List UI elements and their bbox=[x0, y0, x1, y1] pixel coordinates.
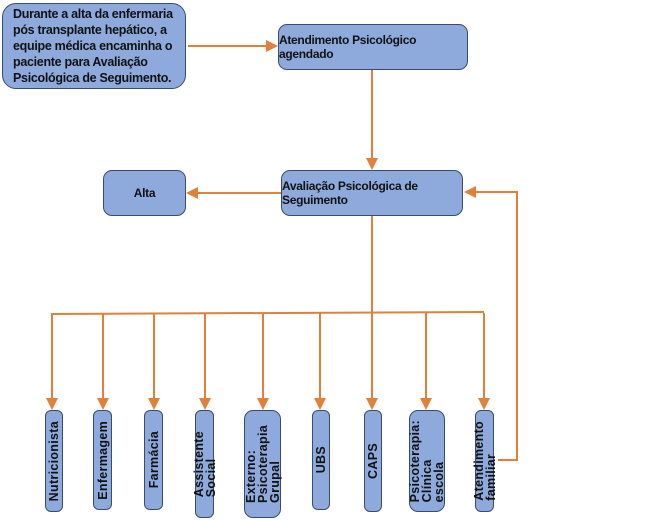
referral-atendimento-familiar: Atendimento familiar bbox=[471, 410, 498, 512]
referral-label: UBS bbox=[314, 446, 328, 474]
referral-caps: CAPS bbox=[364, 410, 382, 512]
referral-psicoterapia-grupal: Externo: Psicoterapia Grupal bbox=[243, 410, 282, 518]
start-box: Durante a alta da enfermaria pós transpl… bbox=[2, 3, 186, 89]
referral-clinica-escola: Psicoterapia: Clínica escola bbox=[408, 410, 446, 512]
referral-label: Enfermagem bbox=[95, 420, 110, 500]
discharge-box: Alta bbox=[103, 170, 186, 216]
scheduled-text: Atendimento Psicológico agendado bbox=[279, 33, 417, 61]
referral-label: Externo: Psicoterapia Grupal bbox=[243, 425, 282, 503]
referral-farmacia: Farmácia bbox=[144, 410, 163, 510]
branch-line bbox=[51, 311, 485, 315]
referral-enfermagem: Enfermagem bbox=[93, 410, 112, 510]
referral-assistente-social: Assistente Social bbox=[191, 410, 218, 518]
referral-nutricionista: Nutricionista bbox=[45, 410, 63, 512]
referral-label: Farmácia bbox=[146, 431, 161, 489]
referral-label: Nutricionista bbox=[47, 420, 61, 502]
referral-label: Assistente Social bbox=[191, 430, 218, 498]
referral-label: CAPS bbox=[366, 443, 380, 479]
referral-ubs: UBS bbox=[312, 410, 330, 510]
start-text: Durante a alta da enfermaria pós transpl… bbox=[13, 7, 173, 85]
evaluation-text: Avaliação Psicológica de Seguimento bbox=[282, 179, 418, 207]
discharge-text: Alta bbox=[133, 186, 156, 200]
scheduled-box: Atendimento Psicológico agendado bbox=[278, 24, 468, 70]
referral-label: Atendimento familiar bbox=[471, 421, 498, 501]
feedback-arrow-family-to-evaluation bbox=[464, 186, 518, 461]
evaluation-box: Avaliação Psicológica de Seguimento bbox=[281, 170, 463, 216]
referral-label: Psicoterapia: Clínica escola bbox=[408, 419, 446, 503]
